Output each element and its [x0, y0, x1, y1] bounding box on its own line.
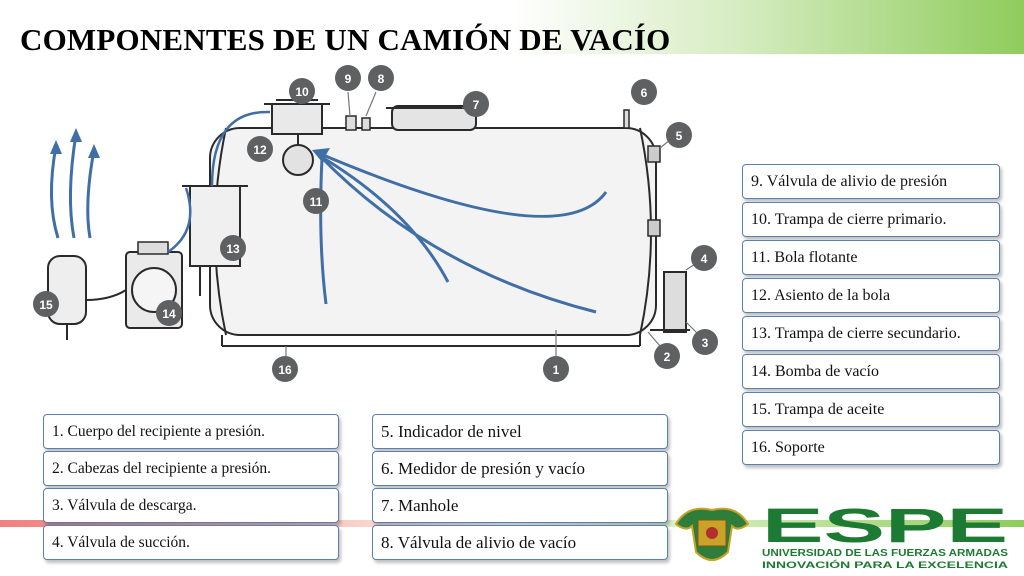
- svg-text:6: 6: [641, 86, 648, 100]
- legend-item-13: 13. Trampa de cierre secundario.: [742, 316, 1000, 351]
- callout-2: 2: [654, 343, 680, 369]
- legend-item-15: 15. Trampa de aceite: [742, 392, 1000, 427]
- callout-5: 5: [666, 122, 692, 148]
- legend-item-7: 7. Manhole: [372, 488, 668, 523]
- level-indicator: [647, 145, 661, 163]
- svg-text:8: 8: [378, 72, 385, 86]
- legend-item-6: 6. Medidor de presión y vacío: [372, 451, 668, 486]
- callout-badges: 1 2 3 4 5 6 7 8 9 10 11 12 13 14 15 16: [33, 65, 718, 382]
- oil-trap: [47, 255, 127, 340]
- svg-text:1: 1: [553, 363, 560, 377]
- callout-8: 8: [368, 65, 394, 91]
- svg-text:13: 13: [226, 242, 240, 256]
- callout-3: 3: [692, 329, 718, 355]
- callout-9: 9: [335, 65, 361, 91]
- callout-12: 12: [247, 136, 273, 162]
- svg-text:14: 14: [162, 307, 176, 321]
- legend-item-8: 8. Válvula de alivio de vacío: [372, 525, 668, 560]
- legend-item-3: 3. Válvula de descarga.: [43, 488, 339, 523]
- level-indicator-lower: [647, 219, 661, 237]
- legend-item-10: 10. Trampa de cierre primario.: [742, 202, 1000, 237]
- legend-item-1: 1. Cuerpo del recipiente a presión.: [43, 414, 339, 449]
- pressure-gauge: [623, 109, 630, 129]
- callout-16: 16: [272, 356, 298, 382]
- svg-text:7: 7: [473, 98, 480, 112]
- legend-item-5: 5. Indicador de nivel: [372, 414, 668, 449]
- legend-item-14: 14. Bomba de vacío: [742, 354, 1000, 389]
- tank-body: [209, 127, 657, 347]
- legend-item-11: 11. Bola flotante: [742, 240, 1000, 275]
- footer-band: [0, 520, 1024, 527]
- suction-valve: [663, 271, 687, 333]
- legend-item-12: 12. Asiento de la bola: [742, 278, 1000, 313]
- callout-6: 6: [631, 79, 657, 105]
- svg-text:9: 9: [345, 72, 352, 86]
- callout-11: 11: [303, 188, 329, 214]
- callout-15: 15: [33, 291, 59, 317]
- callout-1: 1: [543, 356, 569, 382]
- svg-text:2: 2: [664, 350, 671, 364]
- svg-text:10: 10: [295, 85, 309, 99]
- svg-text:5: 5: [676, 129, 683, 143]
- svg-text:4: 4: [701, 252, 708, 266]
- callout-13: 13: [220, 235, 246, 261]
- legend-item-4: 4. Válvula de succión.: [43, 525, 339, 560]
- callout-4: 4: [691, 245, 717, 271]
- callout-10: 10: [289, 78, 315, 104]
- svg-text:3: 3: [702, 336, 709, 350]
- pressure-relief-valve: [345, 115, 357, 131]
- crest-icon: [674, 507, 750, 561]
- legend-item-2: 2. Cabezas del recipiente a presión.: [43, 451, 339, 486]
- legend-item-16: 16. Soporte: [742, 430, 1000, 465]
- header-band: [0, 0, 1024, 54]
- flow-arrows: [312, 148, 608, 314]
- svg-text:15: 15: [39, 298, 53, 312]
- exhaust-arrows: [50, 128, 100, 239]
- vacuum-truck-diagram: 1 2 3 4 5 6 7 8 9 10 11 12 13 14 15 16: [33, 65, 718, 382]
- vacuum-relief-valve: [361, 117, 371, 131]
- callout-14: 14: [156, 300, 182, 326]
- svg-text:ESPE: ESPE: [762, 500, 1008, 553]
- callout-leaders: [285, 91, 699, 356]
- primary-trap: [264, 99, 330, 176]
- svg-text:11: 11: [310, 195, 323, 209]
- svg-text:16: 16: [278, 363, 292, 377]
- espe-logo: ESPE UNIVERSIDAD DE LAS FUERZAS ARMADAS …: [674, 500, 1009, 570]
- page-title: COMPONENTES DE UN CAMIÓN DE VACÍO: [20, 22, 671, 57]
- callout-7: 7: [463, 91, 489, 117]
- svg-text:12: 12: [253, 143, 267, 157]
- legend-item-9: 9. Válvula de alivio de presión: [742, 164, 1000, 199]
- svg-text:UNIVERSIDAD DE LAS FUERZAS ARM: UNIVERSIDAD DE LAS FUERZAS ARMADAS: [762, 548, 1008, 559]
- svg-text:INNOVACIÓN PARA LA EXCELENCIA: INNOVACIÓN PARA LA EXCELENCIA: [762, 559, 1009, 570]
